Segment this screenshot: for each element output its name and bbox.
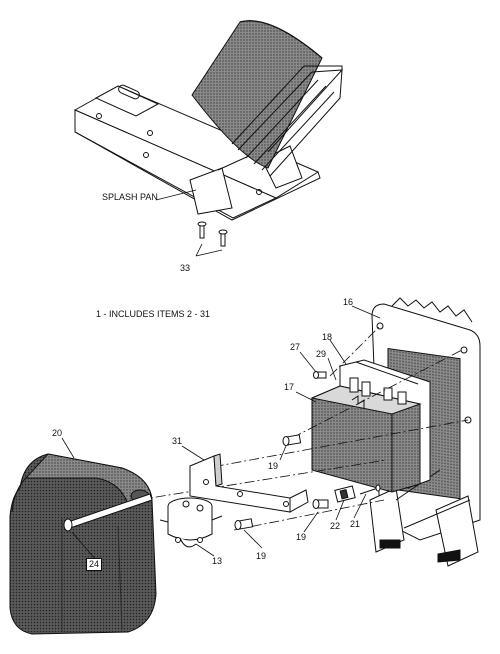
callout-29: 29: [316, 349, 327, 359]
diode-22: [334, 485, 356, 503]
bracket-31: [189, 453, 309, 513]
bolt-19-upper: [282, 434, 302, 446]
callout-13: 13: [212, 556, 223, 566]
screw-27: [313, 371, 327, 379]
callout-33: 33: [180, 263, 191, 273]
callout-19-mid: 19: [296, 532, 307, 542]
screw-pair-33: [197, 221, 228, 247]
includes-items-note: 1 - INCLUDES ITEMS 2 - 31: [96, 309, 211, 319]
callout-17: 17: [284, 382, 295, 392]
callout-16: 16: [343, 297, 354, 307]
callout-31: 31: [172, 436, 183, 446]
callout-21: 21: [350, 519, 361, 529]
callout-19-upper: 19: [268, 461, 279, 471]
bolt-19-lower: [234, 518, 254, 530]
solenoid-17: [310, 377, 422, 493]
callout-24: 24: [86, 558, 103, 571]
assembly-center-lines: [137, 325, 469, 531]
bolt-19-mid: [312, 499, 329, 509]
callout-27: 27: [290, 342, 301, 352]
screw-21: [359, 484, 381, 495]
leader-lines-lower: [61, 305, 381, 561]
leader-lines-upper: [155, 189, 223, 257]
callout-20: 20: [52, 428, 63, 438]
callout-19-lower: 19: [256, 551, 267, 561]
cover-20: [9, 453, 157, 635]
splash-pan-label: SPLASH PAN: [102, 192, 158, 202]
splash-pan-assembly: [73, 20, 344, 221]
terminal-block-13: [159, 497, 223, 548]
callout-18: 18: [322, 332, 333, 342]
callout-22: 22: [330, 521, 341, 531]
bolt-24: [63, 493, 153, 532]
